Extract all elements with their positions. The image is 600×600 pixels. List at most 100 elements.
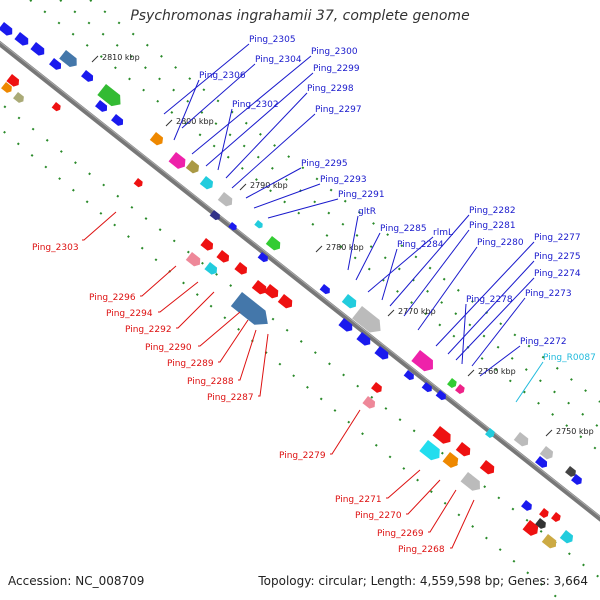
gene-arrow-61: [479, 460, 495, 475]
kbp-tick-label: 2750 kbp: [556, 427, 594, 436]
gene-arrow-64: [539, 508, 549, 518]
label-leader-lower-2: [158, 281, 199, 313]
gene-arrow-40: [559, 530, 574, 544]
gene-arrow-19: [319, 284, 330, 295]
label-leader-upper-10: [267, 198, 339, 219]
gene-arrow-63: [522, 520, 539, 536]
gene-label: Ping_2274: [534, 269, 581, 279]
gene-label: Ping_2285: [380, 224, 427, 234]
label-leader-upper-3: [191, 55, 312, 155]
label-leader-lower-8: [330, 409, 361, 455]
gene-arrow-9: [149, 132, 164, 146]
gene-arrow-65: [551, 512, 561, 522]
label-leader-upper-4: [205, 72, 314, 167]
track-guide-4: [89, 0, 600, 403]
kbp-tick-label: 2780 kbp: [326, 243, 364, 252]
kbp-tick-mark-6: [545, 429, 553, 437]
gene-label: gltR: [358, 207, 376, 217]
label-leader-upper-11: [347, 215, 359, 271]
gene-label: Ping_2303: [32, 243, 79, 253]
label-leader-upper-9: [253, 183, 321, 209]
gene-label: Ping_2279: [279, 451, 326, 461]
gene-arrow-28: [435, 390, 446, 401]
kbp-tick-mark-1: [165, 119, 173, 127]
gene-label: Ping_2295: [301, 159, 348, 169]
gene-arrow-41: [6, 74, 20, 87]
track-guide-2: [0, 101, 600, 579]
gene-arrow-8: [111, 114, 124, 126]
label-leader-upper-23: [479, 345, 521, 377]
gene-arrow-22: [338, 318, 353, 332]
gene-arrow-50: [234, 262, 248, 275]
gene-arrow-62: [460, 472, 480, 491]
label-leader-upper-19: [447, 260, 535, 355]
gene-arrow-23: [356, 332, 371, 346]
gene-label: Ping_2305: [249, 35, 296, 45]
label-leader-upper-17: [417, 246, 478, 331]
label-leader-upper-20: [455, 277, 535, 361]
gene-arrow-6: [97, 84, 121, 107]
gene-label: Ping_2272: [520, 337, 567, 347]
gene-arrow-3: [59, 50, 77, 67]
gene-arrow-44: [51, 102, 61, 112]
gene-arrow-48: [204, 262, 218, 275]
kbp-tick-mark-5: [467, 369, 475, 377]
genome-backbone: [0, 40, 600, 522]
gene-arrow-15: [228, 222, 237, 231]
gene-label: Ping_2290: [145, 343, 192, 353]
gene-arrow-0: [0, 22, 13, 36]
gene-arrow-31: [485, 428, 495, 438]
gene-label: Ping_2291: [338, 190, 385, 200]
gene-arrow-27: [421, 382, 432, 393]
gene-arrow-34: [535, 456, 548, 468]
gene-label: Ping_2271: [335, 495, 382, 505]
label-leader-upper-6: [225, 92, 308, 179]
gene-arrow-51: [251, 280, 267, 295]
label-leader-lower-9: [386, 469, 421, 499]
gene-label: Ping_2289: [167, 359, 214, 369]
gene-label: Ping_2306: [199, 71, 246, 81]
label-leader-upper-13: [367, 236, 434, 293]
gene-label: Ping_2302: [232, 100, 279, 110]
gene-arrow-39: [541, 534, 557, 549]
gene-label: Ping_2300: [311, 47, 358, 57]
gene-arrow-24: [374, 346, 389, 360]
gene-arrow-37: [521, 500, 532, 511]
gene-label: Ping_2287: [207, 393, 254, 403]
gene-label: Ping_2278: [466, 295, 513, 305]
genome-stats-text: Topology: circular; Length: 4,559,598 bp…: [258, 574, 588, 588]
label-leader-upper-7: [231, 113, 316, 189]
gene-arrow-16: [254, 220, 263, 229]
gene-arrow-57: [432, 426, 451, 444]
gene-arrow-60: [455, 442, 471, 457]
label-leader-lower-3: [176, 291, 215, 329]
gene-arrow-52: [230, 292, 268, 325]
kbp-tick-label: 2810 kbp: [102, 53, 140, 62]
label-leader-lower-10: [406, 479, 441, 515]
gene-label: Ping_2275: [534, 252, 581, 262]
label-leader-lower-12: [450, 499, 475, 549]
gene-label: Ping_2282: [469, 206, 516, 216]
gene-arrow-1: [14, 32, 29, 46]
gene-arrow-5: [81, 70, 94, 82]
gene-arrow-59: [442, 452, 459, 468]
gene-arrow-35: [565, 466, 576, 477]
label-leader-upper-12: [355, 232, 381, 281]
kbp-tick-mark-4: [387, 309, 395, 317]
gene-arrow-20: [341, 294, 357, 309]
gene-arrow-2: [30, 42, 45, 56]
gene-arrow-11: [185, 160, 200, 174]
gene-label: Ping_2296: [89, 293, 136, 303]
gene-label: Ping_2269: [377, 529, 424, 539]
label-leader-lower-1: [140, 265, 177, 297]
gene-arrow-10: [168, 152, 186, 169]
label-leader-upper-16: [403, 229, 470, 317]
label-leader-upper-5: [217, 108, 233, 171]
gene-arrow-36: [571, 474, 582, 485]
kbp-tick-label: 2770 kbp: [398, 307, 436, 316]
label-leader-upper-8: [245, 167, 302, 199]
label-leader-lower-5: [218, 319, 249, 363]
gene-arrow-46: [185, 252, 201, 267]
gene-label: Ping_2298: [307, 84, 354, 94]
